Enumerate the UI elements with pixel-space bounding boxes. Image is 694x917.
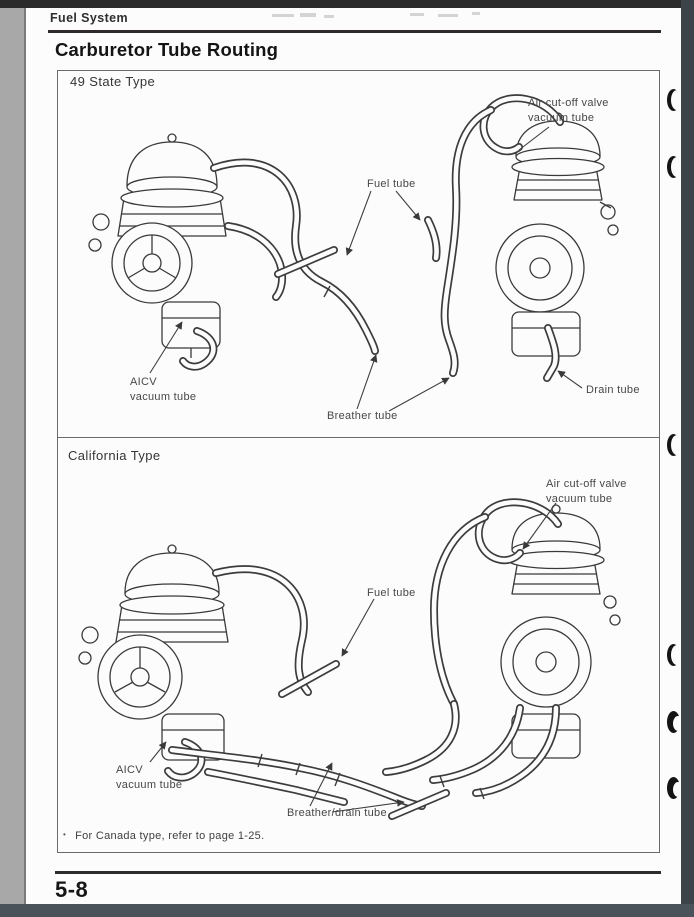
scan-smudge [410, 13, 424, 16]
section-divider [57, 437, 660, 439]
header-rule [48, 30, 661, 33]
binder-hole [667, 434, 683, 456]
binder-hole [667, 156, 683, 178]
note-text: For Canada type, refer to page 1-25. [75, 830, 265, 842]
scan-smudge [472, 12, 480, 15]
diagram-box [57, 70, 660, 853]
section-header: Fuel System [50, 11, 129, 25]
scan-smudge [438, 14, 458, 17]
scan-smudge [300, 13, 316, 17]
callout-aicv-vacuum-tube-49: AICV vacuum tube [130, 376, 197, 404]
binder-hole [667, 644, 683, 666]
binder-hole [667, 711, 683, 733]
callout-breather-drain-tube-ca: Breather/drain tube [287, 807, 387, 819]
section-label-49-state: 49 State Type [70, 74, 156, 89]
callout-fuel-tube-49: Fuel tube [367, 178, 416, 190]
page-title: Carburetor Tube Routing [55, 39, 279, 60]
scan-edge-bottom [0, 904, 694, 917]
note-bullet: • [63, 830, 67, 839]
page-number: 5-8 [55, 877, 89, 902]
callout-air-cutoff-valve-vacuum-tube-49: Air cut-off valve vacuum tube [528, 97, 609, 125]
binder-hole [667, 777, 683, 799]
scan-smudge [324, 15, 334, 18]
callout-drain-tube-49: Drain tube [586, 384, 640, 396]
callout-air-cutoff-valve-vacuum-tube-ca: Air cut-off valve vacuum tube [546, 478, 627, 506]
scan-edge-top [0, 0, 694, 8]
canada-note: • For Canada type, refer to page 1-25. [63, 830, 264, 842]
footer-rule [55, 871, 661, 874]
scan-smudge [272, 14, 294, 17]
section-label-california: California Type [68, 448, 161, 463]
callout-breather-tube-49: Breather tube [327, 410, 398, 422]
scan-edge-right [681, 0, 694, 917]
callout-fuel-tube-ca: Fuel tube [367, 587, 416, 599]
callout-aicv-vacuum-tube-ca: AICV vacuum tube [116, 764, 183, 792]
binder-hole [667, 89, 683, 111]
